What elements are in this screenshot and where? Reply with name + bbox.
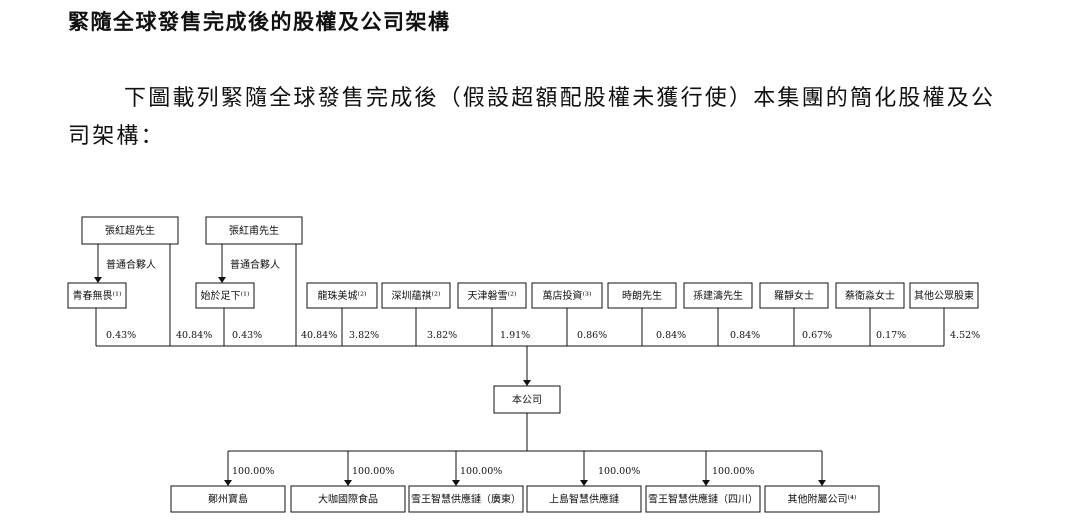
shareholder-box-12: 蔡衛淼女士 [835,282,905,309]
shareholder-box-11: 羅靜女士 [759,282,829,309]
arrow-head [580,480,588,486]
shareholder-box-13: 其他公眾股東 [909,282,979,309]
shareholder-box-6: 深圳蘊祺⁽²⁾ [381,282,451,309]
section-heading: 緊隨全球發售完成後的股權及公司架構 [68,10,451,34]
shareholder-box-11-label: 羅靜女士 [774,289,814,302]
shareholder-pct-1: 0.43% [106,330,136,341]
shareholder-pct-12: 0.17% [876,330,906,341]
arrow-head [218,277,226,283]
gp-label-2: 普通合夥人 [230,258,280,271]
shareholder-box-3: 始於足下⁽¹⁾ [195,282,255,309]
shareholder-pct-5: 3.82% [349,330,379,341]
subsidiary-box-5: 雪王智慧供應鏈（四川） [645,485,761,513]
shareholder-pct-10: 0.84% [730,330,760,341]
shareholder-box-7: 天津磐雪⁽²⁾ [457,282,527,309]
arrow-head [523,380,531,386]
shareholder-box-13-label: 其他公眾股東 [914,289,974,302]
company-box-label: 本公司 [512,393,542,406]
shareholder-box-1-label: 青春無畏⁽¹⁾ [73,289,122,302]
shareholder-pct-3: 0.43% [232,330,262,341]
subsidiary-pct-5: 100.00% [712,466,754,477]
shareholder-pct-11: 0.67% [802,330,832,341]
shareholder-box-9-label: 時朗先生 [622,289,662,302]
shareholder-pct-6: 3.82% [427,330,457,341]
shareholder-pct-2: 40.84% [176,330,212,341]
subsidiary-box-2: 大咖國際食品 [290,485,406,513]
shareholder-box-9: 時朗先生 [607,282,677,309]
arrow-head [702,480,710,486]
subsidiary-pct-4: 100.00% [598,466,640,477]
subsidiary-box-2-label: 大咖國際食品 [318,493,378,506]
shareholder-box-5: 龍珠美城⁽²⁾ [306,282,378,309]
gp-label-1: 普通合夥人 [106,258,156,271]
subsidiary-box-3-label: 雪王智慧供應鏈（廣東） [411,493,521,506]
subsidiary-box-6-label: 其他附屬公司⁽⁴⁾ [788,493,857,506]
company-box: 本公司 [493,385,561,414]
shareholder-pct-9: 0.84% [656,330,686,341]
founder-box-2: 張紅甫先生 [205,216,303,245]
shareholder-box-1: 青春無畏⁽¹⁾ [67,282,127,309]
subsidiary-box-4: 上島智慧供應鏈 [526,485,642,513]
arrow-head [94,277,102,283]
shareholder-box-7-label: 天津磐雪⁽²⁾ [468,289,517,302]
subsidiary-box-1: 鄭州寶島 [170,485,286,513]
arrow-head [224,480,232,486]
shareholder-pct-13: 4.52% [950,330,980,341]
shareholder-box-6-label: 深圳蘊祺⁽²⁾ [392,289,441,302]
arrow-head [344,480,352,486]
arrow-head [452,480,460,486]
intro-paragraph: 下圖載列緊隨全球發售完成後（假設超額配股權未獲行使）本集團的簡化股權及公司架構： [68,86,996,149]
shareholder-pct-8: 0.86% [577,330,607,341]
shareholder-box-10: 孫建濤先生 [683,282,753,309]
shareholder-pct-4: 40.84% [301,330,337,341]
arrow-head [818,480,826,486]
shareholder-box-3-label: 始於足下⁽¹⁾ [201,289,250,302]
founder-box-2-label: 張紅甫先生 [229,224,279,237]
subsidiary-pct-1: 100.00% [232,466,274,477]
founder-box-1-label: 張紅超先生 [105,224,155,237]
shareholder-box-10-label: 孫建濤先生 [693,289,743,302]
shareholder-pct-7: 1.91% [500,330,530,341]
subsidiary-pct-2: 100.00% [352,466,394,477]
founder-box-1: 張紅超先生 [81,216,179,245]
subsidiary-pct-3: 100.00% [460,466,502,477]
shareholder-box-8: 萬店投資⁽³⁾ [531,282,603,309]
subsidiary-box-3: 雪王智慧供應鏈（廣東） [408,485,524,513]
shareholder-box-8-label: 萬店投資⁽³⁾ [543,289,592,302]
subsidiary-box-4-label: 上島智慧供應鏈 [549,493,619,506]
subsidiary-box-6: 其他附屬公司⁽⁴⁾ [764,485,880,513]
shareholder-box-12-label: 蔡衛淼女士 [845,289,895,302]
subsidiary-box-1-label: 鄭州寶島 [208,493,248,506]
subsidiary-box-5-label: 雪王智慧供應鏈（四川） [648,493,758,506]
shareholder-box-5-label: 龍珠美城⁽²⁾ [318,289,367,302]
